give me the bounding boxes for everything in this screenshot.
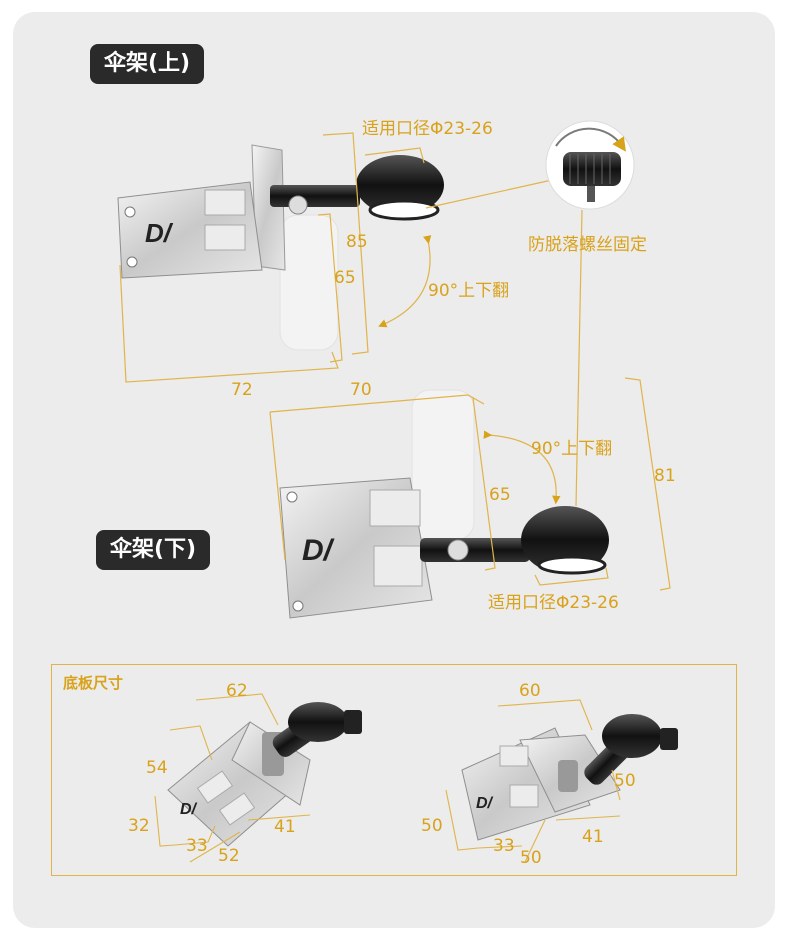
base-right-dim-60: 60: [519, 681, 541, 701]
base-left-dim-52: 52: [218, 846, 240, 866]
base-right-dim-50-bottom: 50: [520, 848, 542, 868]
knob-label: 防脱落螺丝固定: [528, 235, 647, 255]
upper-dimension-lines: [119, 132, 553, 383]
base-plate-title: 底板尺寸: [63, 674, 124, 692]
lower-dimension-lines: [269, 377, 671, 591]
badge-upper: 伞架(上): [90, 44, 205, 84]
upper-dim-72: 72: [231, 380, 253, 400]
base-left-dim-33: 33: [186, 836, 208, 856]
base-left-dim-62: 62: [226, 681, 248, 701]
lower-dim-65: 65: [489, 485, 511, 505]
upper-dim-85: 85: [346, 232, 368, 252]
svg-text:D/: D/: [476, 795, 494, 812]
base-right-image: D/: [461, 714, 678, 841]
lower-fit-label: 适用口径Φ23-26: [488, 593, 619, 613]
upper-rotate-label: 90°上下翻: [428, 281, 510, 301]
svg-text:D/: D/: [145, 218, 174, 248]
badge-lower: 伞架(下): [96, 530, 211, 570]
svg-text:D/: D/: [180, 801, 198, 818]
upper-dim-65: 65: [334, 268, 356, 288]
lower-dim-70: 70: [350, 380, 372, 400]
upper-holder-image: D/: [117, 144, 444, 351]
base-right-dim-33: 33: [493, 836, 515, 856]
lower-holder-image: D/: [279, 389, 609, 619]
base-right-dim-50-left: 50: [421, 816, 443, 836]
base-left-dim-54: 54: [146, 758, 168, 778]
knob-leader-line: [575, 209, 583, 507]
svg-text:D/: D/: [302, 534, 335, 567]
base-right-dimension-lines: [445, 699, 621, 863]
knob-image: [545, 120, 635, 210]
base-plate-box: [51, 664, 737, 876]
lower-rotate-label: 90°上下翻: [531, 439, 613, 459]
base-left-dimension-lines: [154, 693, 311, 863]
base-right-dim-50-side: 50: [614, 771, 636, 791]
base-left-image: D/: [167, 702, 362, 847]
base-left-dim-41: 41: [274, 817, 296, 837]
base-right-dim-41: 41: [582, 827, 604, 847]
lower-dim-81: 81: [654, 466, 676, 486]
upper-fit-label: 适用口径Φ23-26: [362, 119, 493, 139]
base-left-dim-32: 32: [128, 816, 150, 836]
